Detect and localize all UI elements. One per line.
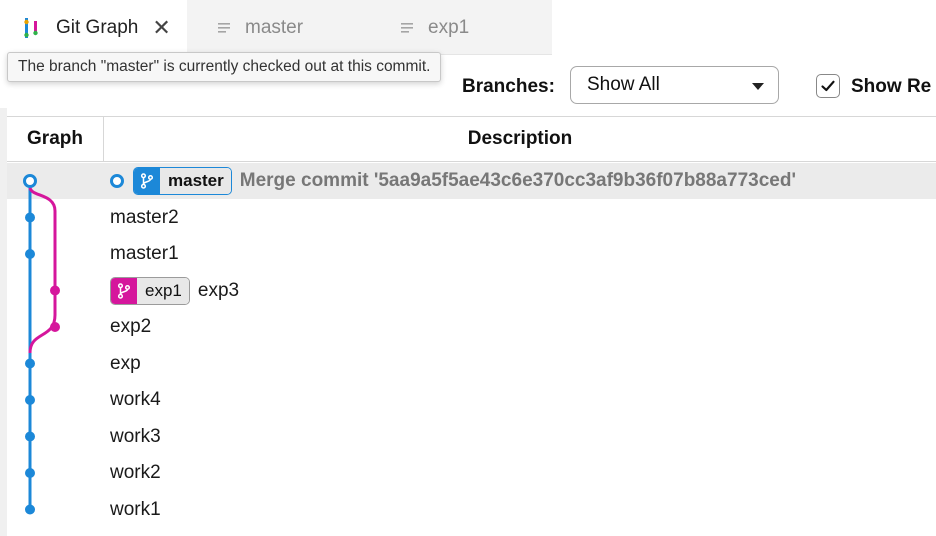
- ref-label: exp1: [137, 277, 189, 304]
- table-row[interactable]: work2: [7, 455, 936, 491]
- git-graph-icon: [22, 17, 44, 39]
- tab-label: exp1: [428, 16, 470, 38]
- column-header-description: Description: [467, 128, 573, 149]
- table-row[interactable]: work1: [7, 492, 936, 528]
- tab-label: Git Graph: [56, 16, 139, 38]
- branch-icon: [134, 168, 160, 194]
- chevron-down-icon: [752, 83, 764, 90]
- table-row[interactable]: master Merge commit '5aa9a5f5ae43c6e370c…: [7, 163, 936, 199]
- commit-message: master1: [110, 243, 179, 264]
- checkmark-icon: [821, 80, 835, 92]
- tooltip: The branch "master" is currently checked…: [7, 52, 442, 82]
- commit-message: exp3: [197, 279, 240, 301]
- commit-message: work3: [110, 425, 161, 447]
- commit-node: [50, 322, 60, 332]
- commit-message: work4: [110, 389, 161, 410]
- branch-ref-master[interactable]: master: [133, 167, 232, 195]
- table-row[interactable]: exp1 exp3: [7, 273, 936, 309]
- commit-node: [25, 468, 35, 478]
- tab-exp1[interactable]: exp1: [370, 0, 552, 55]
- show-remote-checkbox[interactable]: [816, 74, 840, 98]
- tab-git-graph[interactable]: Git Graph ✕: [0, 0, 187, 55]
- tab-bar: Git Graph ✕ master exp1: [0, 0, 936, 55]
- commit-message: master2: [110, 206, 179, 228]
- ref-label: master: [160, 168, 231, 194]
- commit-node-head: [23, 174, 37, 188]
- tab-bar-empty-area: [552, 0, 936, 55]
- table-row[interactable]: work3: [7, 419, 936, 455]
- table-row[interactable]: exp2: [7, 309, 936, 345]
- column-header-graph: Graph: [7, 117, 104, 161]
- commit-node: [25, 358, 35, 369]
- commit-node: [25, 395, 35, 405]
- commit-message: work1: [110, 498, 161, 520]
- commit-message: work2: [110, 462, 161, 483]
- file-lines-icon: [213, 17, 235, 39]
- table-row[interactable]: exp: [7, 346, 936, 382]
- commit-node: [25, 431, 35, 442]
- commit-message: exp: [110, 352, 141, 374]
- branches-selected-value: Show All: [587, 74, 660, 95]
- branch-icon: [111, 277, 137, 304]
- table-row[interactable]: master1: [7, 236, 936, 272]
- commit-node: [25, 212, 35, 223]
- close-icon[interactable]: ✕: [152, 14, 171, 40]
- commit-message: Merge commit '5aa9a5f5ae43c6e370cc3af9b3…: [239, 170, 796, 191]
- commit-message: exp2: [110, 316, 152, 337]
- branches-label: Branches:: [462, 76, 555, 97]
- merge-lane-curve: [28, 186, 57, 354]
- left-edge: [0, 108, 7, 536]
- branches-dropdown[interactable]: Show All: [570, 66, 779, 104]
- commit-graph: [23, 174, 60, 515]
- tab-master[interactable]: master: [187, 0, 370, 55]
- commit-node: [25, 249, 35, 259]
- commit-node: [25, 504, 35, 515]
- head-indicator-icon: [110, 174, 124, 188]
- graph-controls: Branches: Show All Show Re: [0, 66, 936, 106]
- table-row[interactable]: master2: [7, 200, 936, 236]
- tab-label: master: [245, 16, 304, 38]
- show-remote-label: Show Re: [851, 76, 932, 97]
- table-row[interactable]: work4: [7, 382, 936, 418]
- branch-ref-exp1[interactable]: exp1: [110, 276, 190, 305]
- file-lines-icon: [396, 17, 418, 39]
- table-header: Graph Description: [7, 116, 936, 162]
- commit-node: [50, 285, 60, 296]
